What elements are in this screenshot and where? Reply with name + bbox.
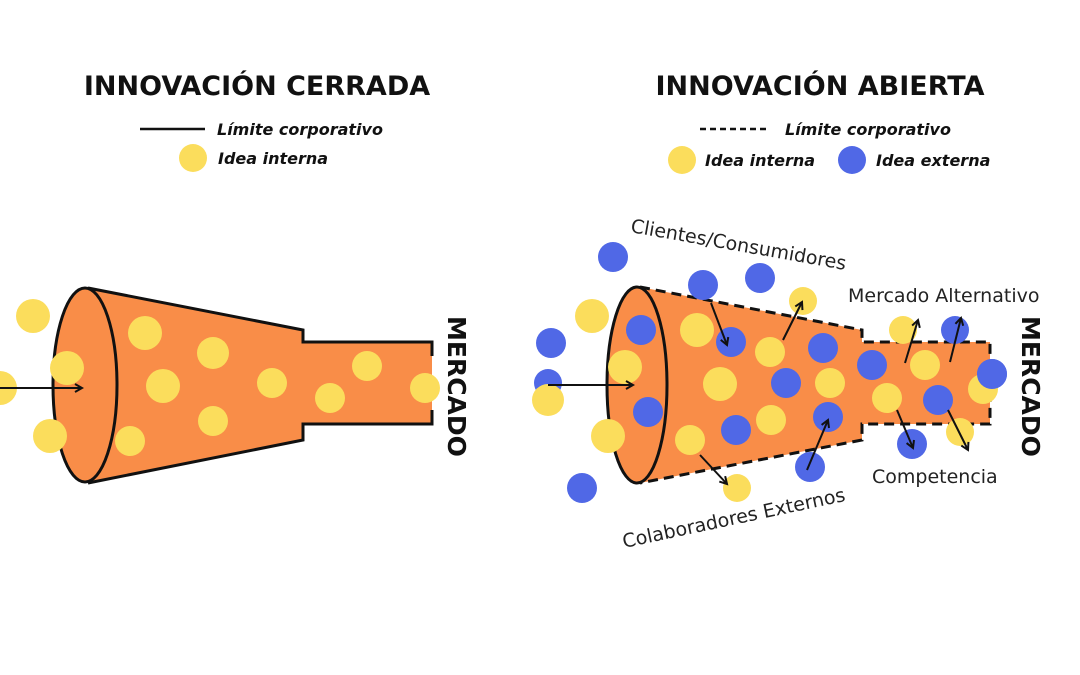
open-funnel: [532, 242, 1007, 503]
external-idea-legend-icon: [838, 146, 866, 174]
flow-arrows: [548, 302, 968, 484]
internal-idea-legend-icon: [179, 144, 207, 172]
open-market-label: MERCADO: [1016, 316, 1045, 457]
open-legend-boundary: Límite corporativo: [785, 120, 951, 139]
competition-label: Competencia: [872, 466, 998, 488]
alt-market-label: Mercado Alternativo: [848, 285, 1039, 307]
open-legend-internal: Idea interna: [705, 151, 815, 170]
closed-funnel: [0, 286, 440, 485]
customers-label: Clientes/Consumidores: [629, 215, 848, 275]
external-ideas: [534, 242, 1007, 503]
closed-market-label: MERCADO: [442, 316, 471, 457]
closed-legend-internal: Idea interna: [218, 149, 328, 168]
closed-title: INNOVACIÓN CERRADA: [84, 70, 430, 102]
internal-idea-legend-icon: [668, 146, 696, 174]
open-title: INNOVACIÓN ABIERTA: [656, 70, 985, 102]
open-legend-external: Idea externa: [876, 151, 990, 170]
closed-legend-boundary: Límite corporativo: [217, 120, 383, 139]
